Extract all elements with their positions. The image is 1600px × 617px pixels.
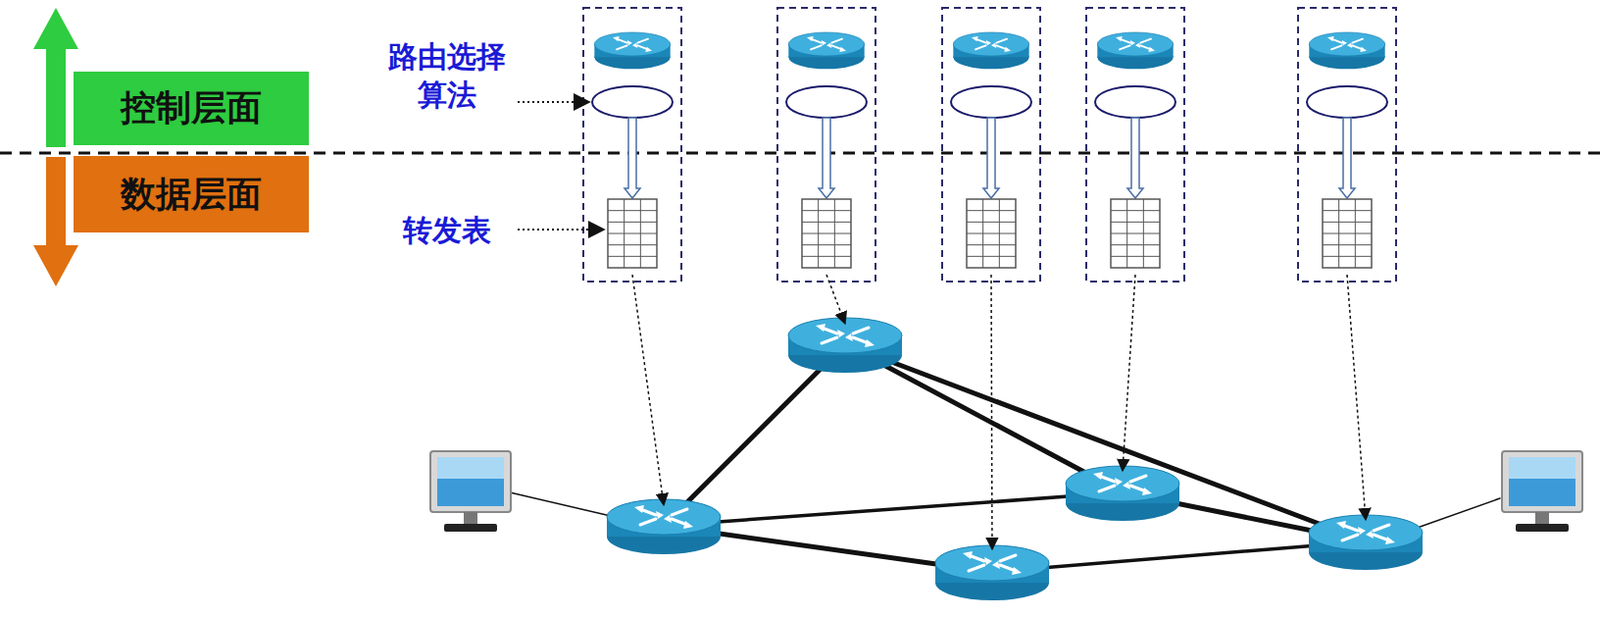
callout-label: 转发表 — [376, 210, 519, 250]
router-column — [1298, 7, 1397, 520]
callout-label: 路由选择 算法 — [376, 37, 519, 114]
plane-label: 数据层面 — [120, 170, 262, 219]
router-column — [777, 7, 876, 324]
router-column — [583, 7, 682, 505]
plane-box: 数据层面 — [73, 155, 309, 233]
router-column — [942, 7, 1041, 550]
plane-box: 控制层面 — [73, 71, 309, 146]
plane-label: 控制层面 — [120, 84, 262, 133]
router-column — [1086, 7, 1185, 471]
